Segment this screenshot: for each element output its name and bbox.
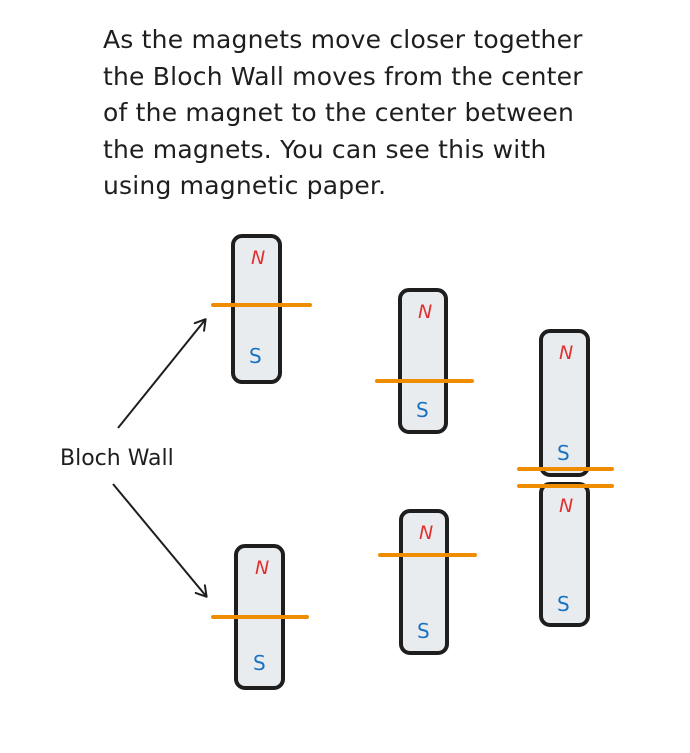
north-pole-label: N bbox=[255, 557, 269, 579]
magnet-body bbox=[231, 234, 282, 384]
south-pole-label: S bbox=[249, 344, 262, 368]
north-pole-label: N bbox=[559, 495, 573, 517]
arrow-upper bbox=[117, 318, 207, 429]
magnet-middle-bottom: N S bbox=[378, 509, 477, 655]
north-pole-label: N bbox=[251, 247, 265, 269]
south-pole-label: S bbox=[416, 398, 429, 422]
magnet-single-top: N S bbox=[211, 234, 312, 384]
caption-text: As the magnets move closer together the … bbox=[103, 22, 663, 205]
magnet-pair-right-bottom: N S bbox=[539, 482, 590, 627]
magnet-middle-top: N S bbox=[375, 288, 474, 434]
caption-line: the Bloch Wall moves from the center bbox=[103, 61, 583, 91]
magnet-body bbox=[539, 329, 590, 477]
north-pole-label: N bbox=[419, 522, 433, 544]
north-pole-label: N bbox=[418, 301, 432, 323]
caption-line: of the magnet to the center between bbox=[103, 98, 575, 127]
caption-line: using magnetic paper. bbox=[103, 171, 387, 200]
caption-line: As the magnets move closer together bbox=[103, 25, 583, 54]
south-pole-label: S bbox=[557, 441, 570, 465]
south-pole-label: S bbox=[557, 592, 570, 616]
caption-line: the magnets. You can see this with bbox=[103, 134, 547, 164]
south-pole-label: S bbox=[417, 619, 430, 643]
magnet-body bbox=[398, 288, 448, 434]
magnet-body bbox=[399, 509, 449, 655]
bloch-wall-label: Bloch Wall bbox=[60, 446, 174, 471]
north-pole-label: N bbox=[559, 342, 573, 364]
magnet-pair-right-top: N S bbox=[539, 329, 590, 477]
magnet-single-bottom: N S bbox=[211, 544, 309, 690]
arrow-lower bbox=[112, 483, 208, 598]
south-pole-label: S bbox=[253, 651, 266, 675]
